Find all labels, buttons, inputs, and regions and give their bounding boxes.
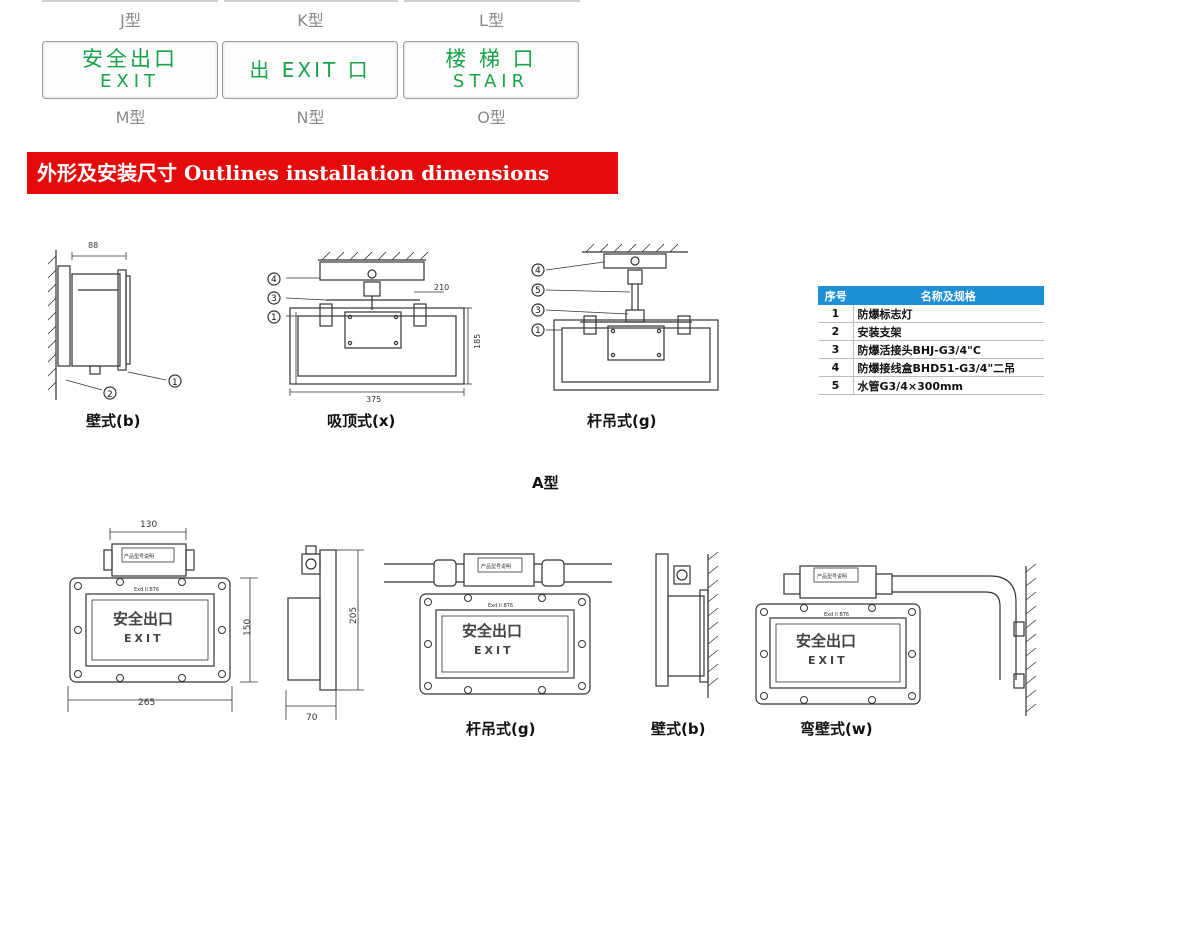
sign-text-cn-2: 安全出口 bbox=[462, 622, 522, 640]
callout-g-3: 3 bbox=[535, 306, 541, 316]
sign-n: 出 EXIT 口 bbox=[222, 41, 398, 99]
sign-o: 楼 梯 口 STAIR bbox=[403, 41, 579, 99]
diagram-b: 130 265 150 安全出口 EXIT 产品型号说明 Exd II BT6 … bbox=[67, 520, 1037, 723]
sign-n-line1: 出 EXIT 口 bbox=[249, 58, 371, 82]
parts-col-no: 序号 bbox=[818, 286, 854, 305]
caption-wall-b: 壁式(b) bbox=[86, 412, 141, 430]
parts-no: 3 bbox=[818, 340, 854, 359]
sign-o-line1: 楼 梯 口 bbox=[445, 47, 537, 71]
sign-text-cn-1: 安全出口 bbox=[113, 610, 173, 628]
callout-x-4: 4 bbox=[271, 275, 277, 285]
parts-table: 序号 名称及规格 1 防爆标志灯 2 安装支架 3 防爆活接头BHJ-G3/4"… bbox=[818, 286, 1044, 395]
parts-name: 防爆活接头BHJ-G3/4"C bbox=[853, 340, 1044, 359]
caption-pendant-g: 杆吊式(g) bbox=[587, 412, 657, 430]
ceiling-view-x bbox=[267, 251, 472, 396]
dim-265: 265 bbox=[138, 698, 155, 708]
top-divider-2 bbox=[224, 0, 398, 2]
wall-view-b2 bbox=[655, 551, 719, 698]
table-row: 1 防爆标志灯 bbox=[818, 304, 1044, 323]
type-label-j: J型 bbox=[120, 11, 141, 30]
parts-table-header: 序号 名称及规格 bbox=[818, 286, 1044, 305]
dim-205: 205 bbox=[349, 607, 359, 624]
type-label-l: L型 bbox=[479, 11, 504, 30]
table-row: 2 安装支架 bbox=[818, 322, 1044, 341]
parts-name: 安装支架 bbox=[853, 322, 1044, 341]
table-row: 5 水管G3/4×300mm bbox=[818, 376, 1044, 395]
box-label-3: 产品型号说明 bbox=[817, 573, 847, 580]
caption-wall-b2: 壁式(b) bbox=[651, 720, 706, 738]
top-divider-1 bbox=[42, 0, 218, 2]
plate-label-2: Exd II BT6 bbox=[488, 603, 513, 609]
dim-375: 375 bbox=[366, 395, 381, 404]
front-view bbox=[67, 528, 258, 712]
dim-130: 130 bbox=[140, 520, 157, 530]
sign-text-en-1: EXIT bbox=[124, 632, 164, 645]
sign-m-line1: 安全出口 bbox=[82, 47, 178, 71]
parts-no: 2 bbox=[818, 322, 854, 341]
type-label-m: M型 bbox=[115, 108, 146, 127]
bent-wall-view-w bbox=[755, 563, 1037, 716]
dim-70: 70 bbox=[306, 713, 318, 723]
dim-185: 185 bbox=[473, 334, 482, 349]
caption-pipe-g: 杆吊式(g) bbox=[466, 720, 536, 738]
box-label-1: 产品型号说明 bbox=[124, 553, 154, 560]
sign-text-en-2: EXIT bbox=[474, 644, 514, 657]
dim-150: 150 bbox=[243, 619, 253, 636]
parts-no: 4 bbox=[818, 358, 854, 377]
callout-g-5: 5 bbox=[535, 286, 541, 296]
callout-x-3: 3 bbox=[271, 294, 277, 304]
sign-m: 安全出口 EXIT bbox=[42, 41, 218, 99]
dim-88: 88 bbox=[88, 241, 98, 250]
parts-name: 防爆接线盒BHD51-G3/4"二吊 bbox=[853, 358, 1044, 377]
callout-b-2: 2 bbox=[107, 390, 113, 400]
sign-m-line2: EXIT bbox=[99, 71, 160, 92]
pendant-view-g bbox=[531, 243, 719, 391]
callout-g-1: 1 bbox=[535, 326, 541, 336]
sign-text-en-3: EXIT bbox=[808, 654, 848, 667]
type-label-a: A型 bbox=[532, 474, 559, 492]
plate-label-3: Exd II BT6 bbox=[824, 612, 849, 618]
sign-text-cn-3: 安全出口 bbox=[796, 632, 856, 650]
table-row: 3 防爆活接头BHJ-G3/4"C bbox=[818, 340, 1044, 359]
diagram-a: 88 1 2 210 185 375 4 3 1 bbox=[47, 241, 719, 404]
table-row: 4 防爆接线盒BHD51-G3/4"二吊 bbox=[818, 358, 1044, 377]
side-view bbox=[285, 545, 364, 720]
caption-ceiling-x: 吸顶式(x) bbox=[327, 412, 396, 430]
parts-name: 水管G3/4×300mm bbox=[853, 376, 1044, 395]
callout-g-4: 4 bbox=[535, 266, 541, 276]
plate-label-1: Exd II BT6 bbox=[134, 587, 159, 593]
type-label-o: O型 bbox=[477, 108, 506, 127]
caption-bent-wall-w: 弯壁式(w) bbox=[800, 720, 873, 738]
type-label-n: N型 bbox=[296, 108, 325, 127]
type-label-k: K型 bbox=[297, 11, 324, 30]
callout-b-1: 1 bbox=[172, 378, 178, 388]
top-divider-3 bbox=[404, 0, 580, 2]
parts-no: 1 bbox=[818, 304, 854, 323]
pipe-view-g bbox=[384, 553, 612, 695]
sign-o-line2: STAIR bbox=[452, 71, 530, 92]
parts-no: 5 bbox=[818, 376, 854, 395]
section-header: 外形及安装尺寸 Outlines installation dimensions bbox=[27, 152, 618, 194]
parts-name: 防爆标志灯 bbox=[853, 304, 1044, 323]
dim-210: 210 bbox=[434, 283, 449, 292]
box-label-2: 产品型号说明 bbox=[481, 563, 511, 570]
callout-x-1: 1 bbox=[271, 313, 277, 323]
parts-col-name: 名称及规格 bbox=[852, 286, 1044, 305]
wall-view-b bbox=[47, 250, 182, 400]
